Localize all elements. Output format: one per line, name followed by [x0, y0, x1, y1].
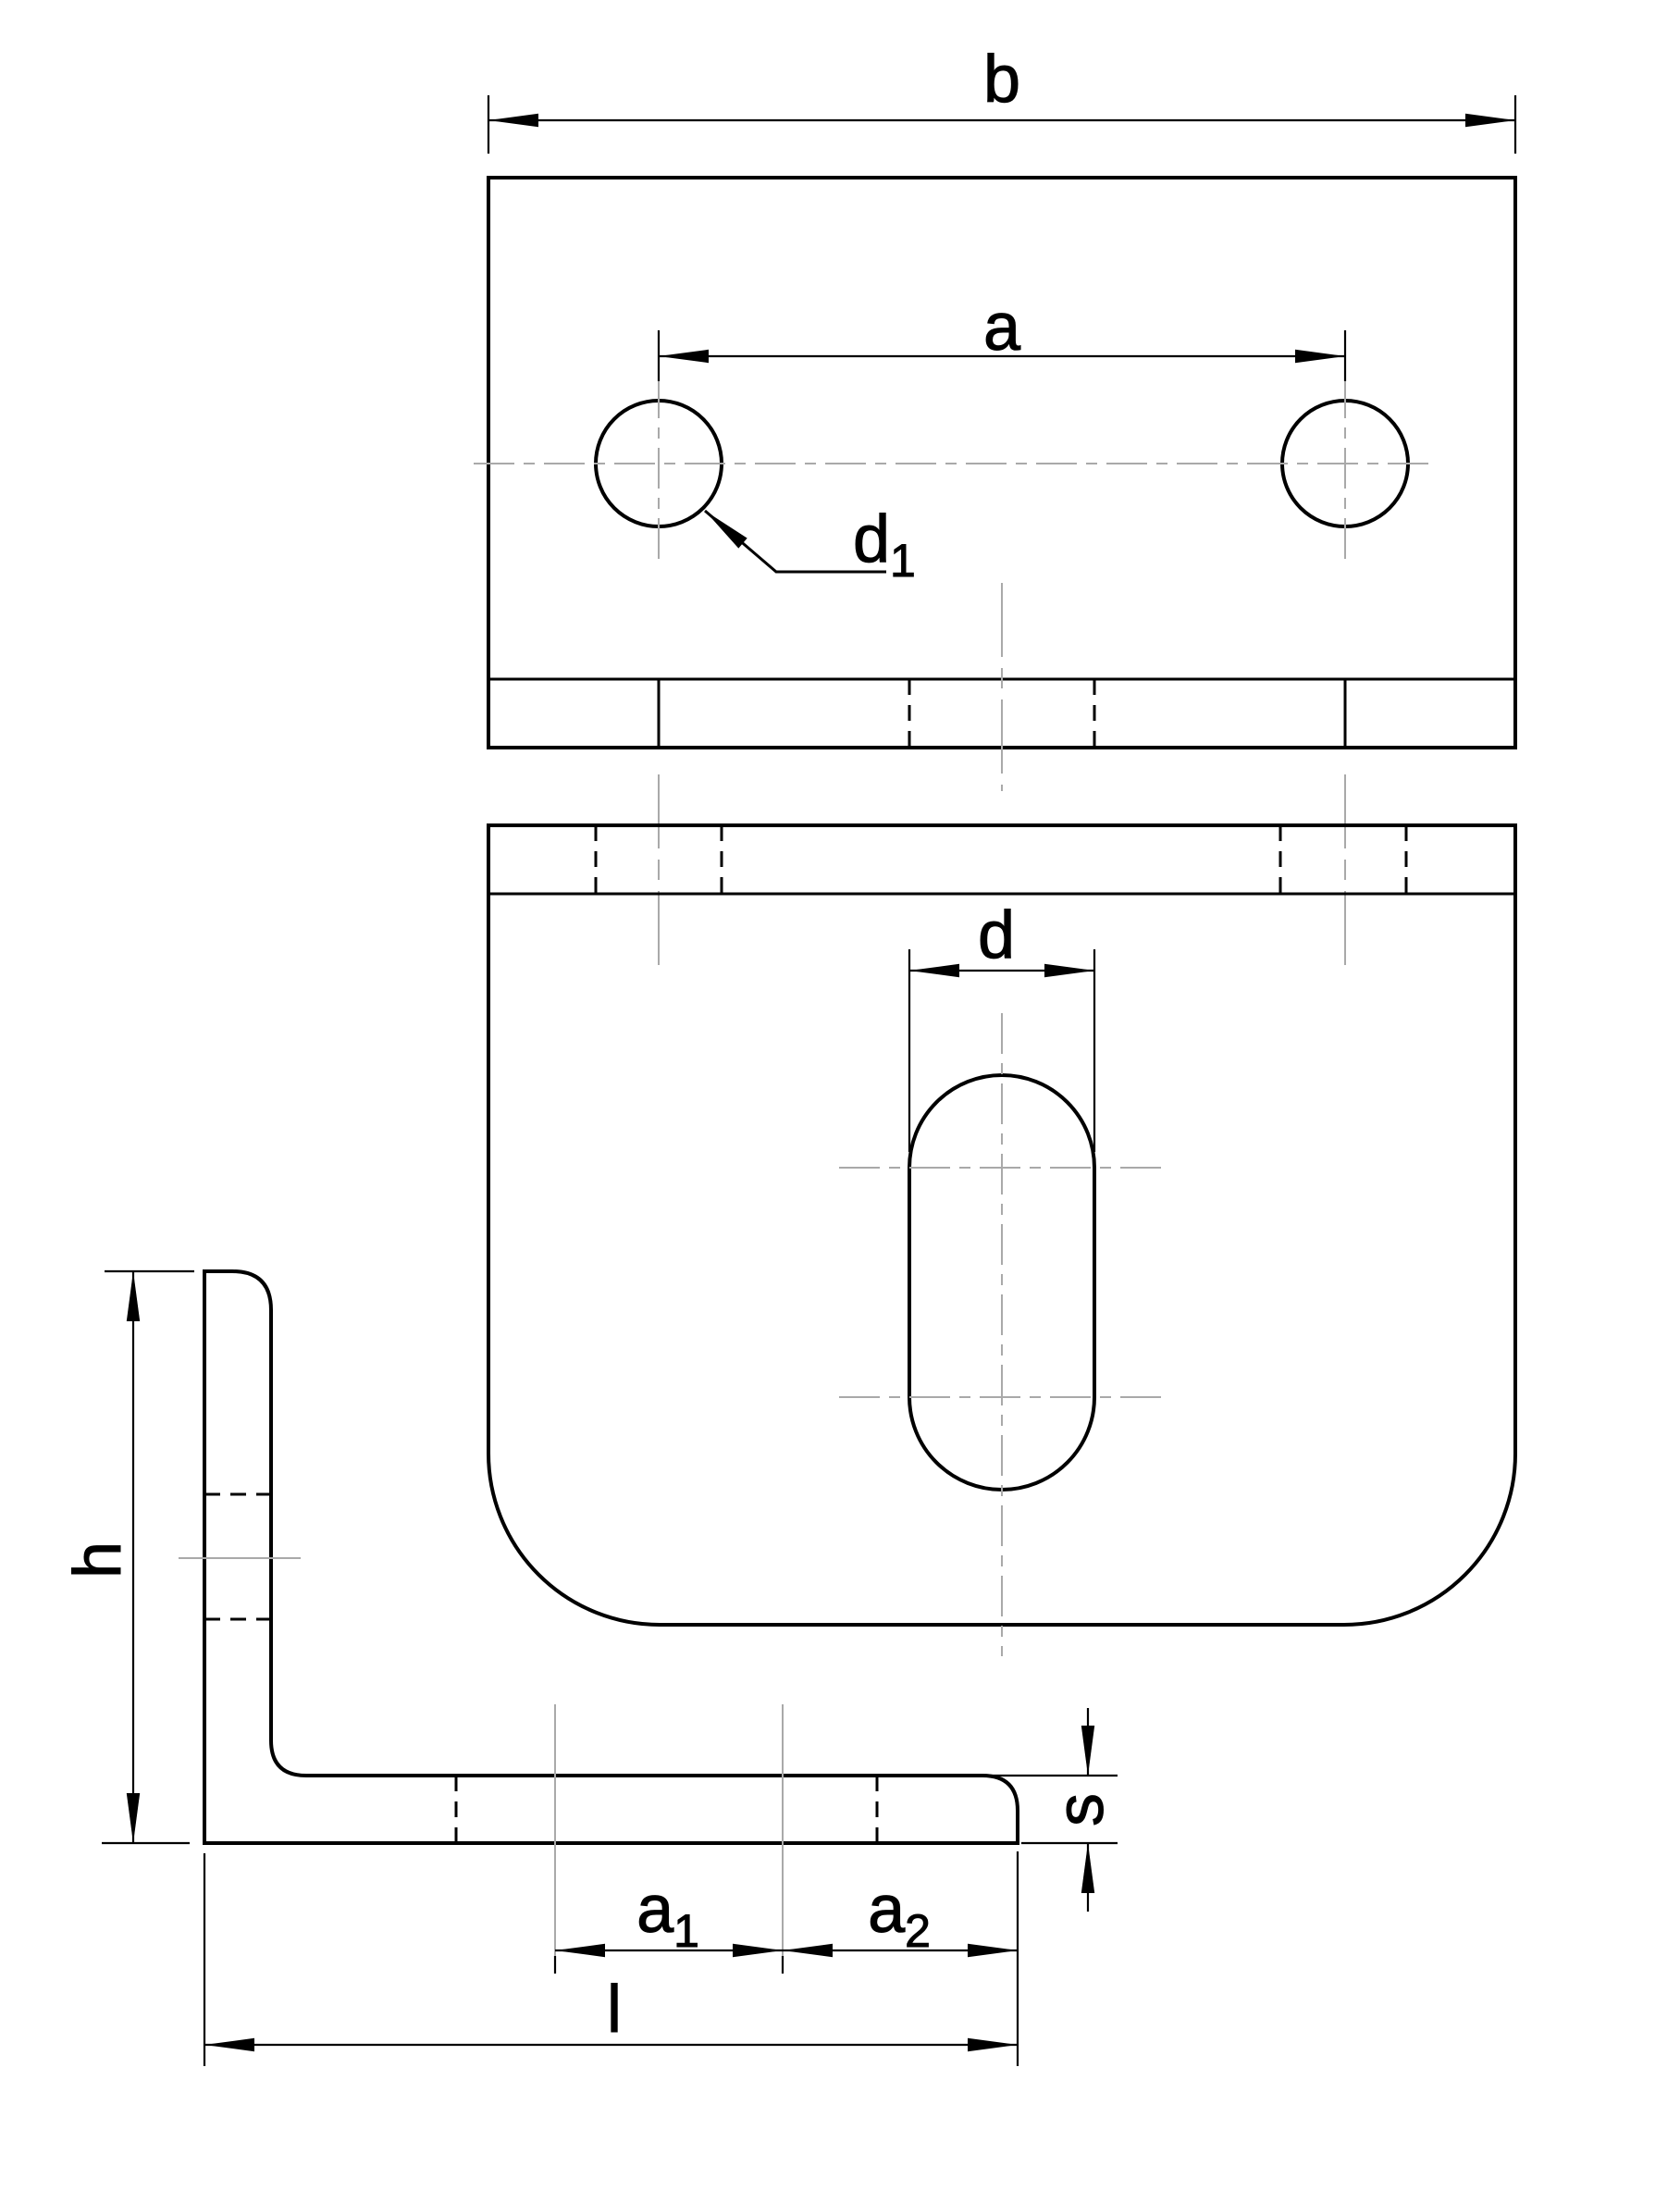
front-view [487, 823, 1517, 1627]
label-l: l [607, 1973, 622, 2047]
dimension-a: a [657, 291, 1347, 381]
label-a1: a1 [636, 1873, 699, 1957]
side-view-centerlines [179, 1557, 784, 1973]
dimension-b: b [487, 43, 1517, 154]
label-d1-base: d [853, 502, 890, 576]
label-s: s [1044, 1793, 1118, 1826]
side-view [203, 1269, 1019, 1845]
label-a2-subscript: 2 [905, 1905, 931, 1957]
slot-hole [908, 1073, 1096, 1492]
dimension-d: d [908, 898, 1096, 1152]
label-d1-subscript: 1 [890, 535, 916, 587]
dimension-l: l [203, 1851, 1019, 2066]
label-a2: a2 [868, 1873, 931, 1957]
label-a1-base: a [636, 1873, 674, 1947]
dimension-a1: a1 [553, 1873, 784, 1974]
front-face [487, 823, 1517, 1627]
label-a1-subscript: 1 [673, 1905, 699, 1957]
top-view-centerlines [474, 378, 1436, 973]
dimension-a2: a2 [783, 1873, 1018, 1958]
label-a: a [983, 291, 1021, 365]
drawing-root: b a d1 [61, 43, 1517, 2066]
label-a2-base: a [868, 1873, 906, 1947]
dimension-h: h [61, 1269, 194, 1845]
label-h: h [61, 1541, 135, 1578]
label-d1: d1 [853, 502, 916, 587]
callout-d1: d1 [704, 502, 916, 588]
front-view-centerlines [839, 1013, 1164, 1656]
dimension-s: s [979, 1708, 1118, 1912]
label-b: b [983, 43, 1020, 117]
leader-line-d1 [704, 509, 886, 574]
label-d: d [978, 898, 1015, 972]
angle-profile [203, 1269, 1019, 1845]
